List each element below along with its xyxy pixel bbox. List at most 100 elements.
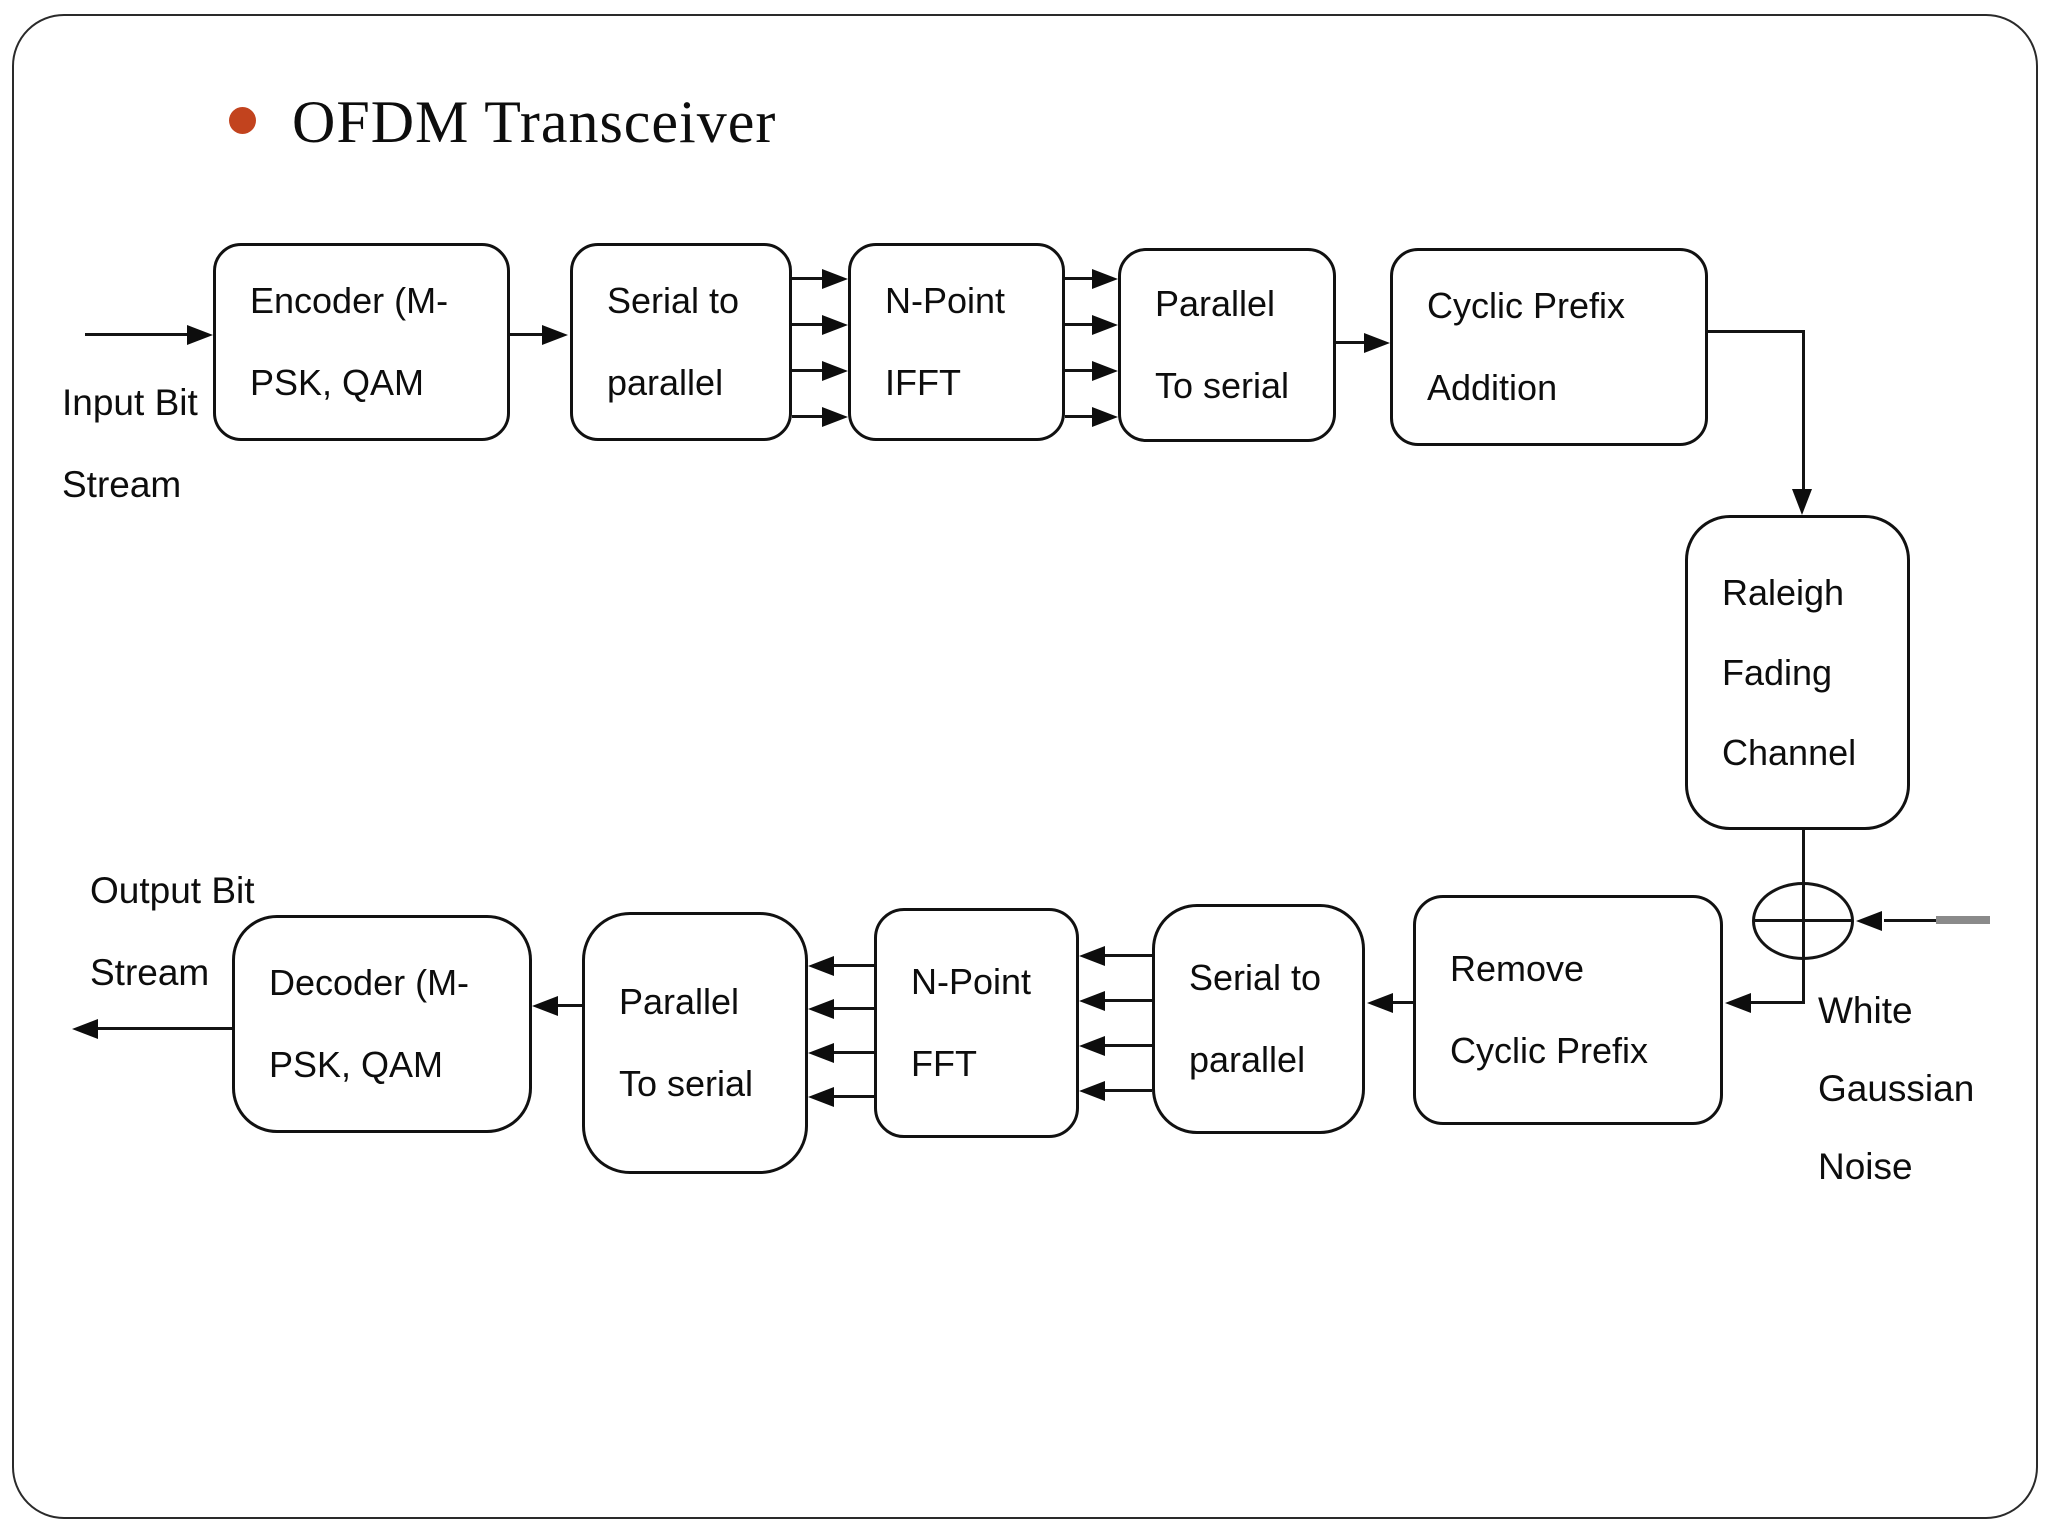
noise-label-line3: Noise bbox=[1818, 1146, 1913, 1187]
connector-s2p-ifft-3 bbox=[792, 369, 822, 372]
arrow-fft-to-p2s-4-icon bbox=[808, 1087, 834, 1107]
connector-fft-p2s-3 bbox=[832, 1051, 874, 1054]
output-label-line2: Stream bbox=[90, 952, 210, 993]
block-encoder-line2: PSK, QAM bbox=[250, 362, 425, 403]
arrow-fft-to-p2s-2-icon bbox=[808, 999, 834, 1019]
connector-cp-corner-v bbox=[1802, 330, 1805, 490]
arrow-fft-to-p2s-3-icon bbox=[808, 1043, 834, 1063]
arrow-p2s-to-decoder-icon bbox=[532, 996, 558, 1016]
connector-ifft-p2s-3 bbox=[1065, 369, 1092, 372]
input-label-line1: Input Bit bbox=[62, 382, 198, 423]
connector-s2p-fft-4 bbox=[1103, 1089, 1152, 1092]
block-cyclic-prefix-addition: Cyclic Prefix Addition bbox=[1390, 248, 1708, 446]
connector-removecp-s2p bbox=[1391, 1001, 1413, 1004]
connector-adder-corner-v bbox=[1802, 959, 1805, 1004]
arrow-ifft-to-p2s-3-icon bbox=[1092, 361, 1118, 381]
block-remove-cyclic-prefix: Remove Cyclic Prefix bbox=[1413, 895, 1723, 1125]
arrow-ifft-to-p2s-1-icon bbox=[1092, 269, 1118, 289]
arrow-s2p-to-fft-4-icon bbox=[1079, 1081, 1105, 1101]
arrow-ifft-to-p2s-2-icon bbox=[1092, 315, 1118, 335]
block-ifft-line1: N-Point bbox=[885, 280, 1006, 321]
block-p2s-rx-line1: Parallel bbox=[619, 981, 740, 1022]
block-p2s-tx-line2: To serial bbox=[1155, 365, 1290, 406]
white-gaussian-noise-label: White Gaussian Noise bbox=[1818, 972, 1974, 1206]
arrow-s2p-to-fft-2-icon bbox=[1079, 991, 1105, 1011]
arrow-s2p-to-ifft-2-icon bbox=[822, 315, 848, 335]
block-serial-to-parallel-rx: Serial to parallel bbox=[1152, 904, 1365, 1134]
block-n-point-ifft: N-Point IFFT bbox=[848, 243, 1065, 441]
arrow-removecp-to-s2p-icon bbox=[1367, 993, 1393, 1013]
connector-s2p-ifft-1 bbox=[792, 277, 822, 280]
block-p2s-rx-line2: To serial bbox=[619, 1063, 754, 1104]
block-raleigh-fading-channel: Raleigh Fading Channel bbox=[1685, 515, 1910, 830]
block-cp-add-line2: Addition bbox=[1427, 367, 1558, 408]
block-parallel-to-serial-tx: Parallel To serial bbox=[1118, 248, 1336, 442]
connector-adder-corner-h bbox=[1747, 1001, 1805, 1004]
connector-p2s-cp bbox=[1336, 341, 1366, 344]
output-bit-stream-label: Output Bit Stream bbox=[90, 850, 255, 1014]
block-s2p-rx-line1: Serial to bbox=[1189, 957, 1322, 998]
title-bullet-icon bbox=[229, 107, 256, 134]
connector-encoder-s2p bbox=[510, 333, 546, 336]
arrow-input-to-encoder-icon bbox=[187, 325, 213, 345]
block-remove-cp-line1: Remove bbox=[1450, 948, 1585, 989]
arrow-s2p-to-ifft-4-icon bbox=[822, 407, 848, 427]
connector-channel-adder bbox=[1802, 830, 1805, 883]
block-encoder: Encoder (M- PSK, QAM bbox=[213, 243, 510, 441]
arrow-fft-to-p2s-1-icon bbox=[808, 956, 834, 976]
arrow-s2p-to-ifft-1-icon bbox=[822, 269, 848, 289]
arrow-s2p-to-fft-3-icon bbox=[1079, 1036, 1105, 1056]
connector-ifft-p2s-1 bbox=[1065, 277, 1092, 280]
connector-p2s-decoder bbox=[556, 1004, 582, 1007]
arrow-p2s-to-cp-icon bbox=[1364, 333, 1390, 353]
block-n-point-fft: N-Point FFT bbox=[874, 908, 1079, 1138]
arrow-s2p-to-ifft-3-icon bbox=[822, 361, 848, 381]
connector-ifft-p2s-4 bbox=[1065, 415, 1092, 418]
connector-fft-p2s-4 bbox=[832, 1095, 874, 1098]
noise-label-line1: White bbox=[1818, 990, 1913, 1031]
block-encoder-line1: Encoder (M- bbox=[250, 280, 449, 321]
page-title: OFDM Transceiver bbox=[292, 89, 777, 155]
block-s2p-tx-line1: Serial to bbox=[607, 280, 740, 321]
arrow-adder-to-removecp-icon bbox=[1725, 993, 1751, 1013]
block-channel-line3: Channel bbox=[1722, 731, 1857, 773]
block-remove-cp-line2: Cyclic Prefix bbox=[1450, 1030, 1649, 1071]
block-ifft-line2: IFFT bbox=[885, 362, 961, 403]
connector-s2p-fft-1 bbox=[1103, 954, 1152, 957]
connector-s2p-fft-3 bbox=[1103, 1044, 1152, 1047]
connector-input-line bbox=[85, 333, 191, 336]
arrow-s2p-to-fft-1-icon bbox=[1079, 946, 1105, 966]
connector-fft-p2s-2 bbox=[832, 1007, 874, 1010]
block-s2p-tx-line2: parallel bbox=[607, 362, 724, 403]
connector-output-line bbox=[98, 1027, 232, 1030]
arrow-noise-to-adder-icon bbox=[1856, 911, 1882, 931]
arrow-ifft-to-p2s-4-icon bbox=[1092, 407, 1118, 427]
input-label-line2: Stream bbox=[62, 464, 182, 505]
block-cp-add-line1: Cyclic Prefix bbox=[1427, 285, 1626, 326]
connector-cp-corner-h bbox=[1708, 330, 1805, 333]
block-fft-line1: N-Point bbox=[911, 961, 1032, 1002]
block-serial-to-parallel-tx: Serial to parallel bbox=[570, 243, 792, 441]
connector-s2p-fft-2 bbox=[1103, 999, 1152, 1002]
connector-noise-gray-segment bbox=[1936, 916, 1990, 924]
block-channel-line1: Raleigh bbox=[1722, 571, 1845, 613]
connector-s2p-ifft-2 bbox=[792, 323, 822, 326]
noise-label-line2: Gaussian bbox=[1818, 1068, 1975, 1109]
connector-s2p-ifft-4 bbox=[792, 415, 822, 418]
arrow-encoder-to-s2p-icon bbox=[542, 325, 568, 345]
block-p2s-tx-line1: Parallel bbox=[1155, 283, 1276, 324]
block-decoder: Decoder (M- PSK, QAM bbox=[232, 915, 532, 1133]
block-decoder-line2: PSK, QAM bbox=[269, 1044, 444, 1085]
arrow-decoder-to-output-icon bbox=[72, 1019, 98, 1039]
block-s2p-rx-line2: parallel bbox=[1189, 1039, 1306, 1080]
block-decoder-line1: Decoder (M- bbox=[269, 962, 470, 1003]
connector-ifft-p2s-2 bbox=[1065, 323, 1092, 326]
output-label-line1: Output Bit bbox=[90, 870, 255, 911]
block-channel-line2: Fading bbox=[1722, 651, 1833, 693]
arrow-cp-to-channel-icon bbox=[1792, 489, 1812, 515]
adder-circle-icon bbox=[1752, 882, 1854, 960]
connector-fft-p2s-1 bbox=[832, 964, 874, 967]
block-fft-line2: FFT bbox=[911, 1043, 977, 1084]
block-parallel-to-serial-rx: Parallel To serial bbox=[582, 912, 808, 1174]
